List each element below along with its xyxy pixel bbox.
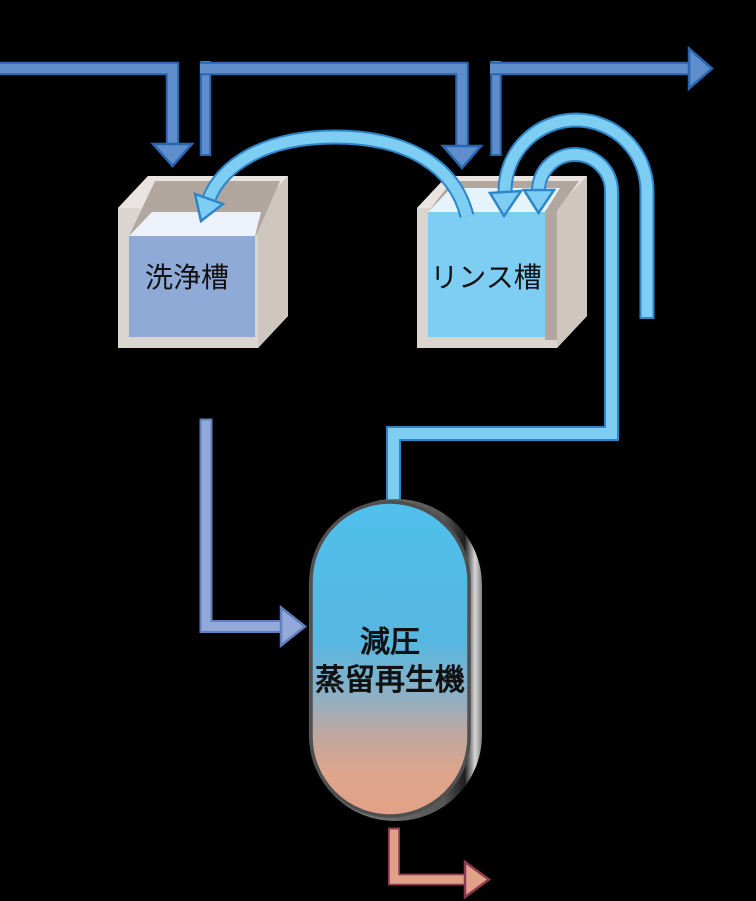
waste-outlet-pipe-fill bbox=[389, 829, 465, 884]
rinse-tank-side-face bbox=[557, 176, 587, 348]
washing-drain-pipe-fill bbox=[201, 420, 281, 631]
regenerator-label-line1: 減圧 bbox=[360, 626, 420, 659]
rinse-tank-right-inner-rim bbox=[545, 210, 557, 340]
outer-return-loop bbox=[499, 114, 653, 317]
outer-return-arrowhead bbox=[487, 189, 524, 219]
washing-tank-liquid bbox=[129, 236, 255, 337]
supply-pipe-segment-2 bbox=[200, 63, 467, 148]
supply-pipe-segment-1 bbox=[0, 63, 178, 146]
rinse-tank-label: リンス槽 bbox=[430, 262, 541, 293]
rinse-to-washing-arc bbox=[203, 131, 473, 218]
washing-drain-arrowhead bbox=[279, 604, 308, 649]
supply-arrowhead-washing-tank bbox=[150, 142, 195, 168]
recycle-pipes bbox=[193, 112, 655, 502]
rinse-to-washing-arrowhead bbox=[193, 192, 226, 224]
waste-outlet-arrowhead bbox=[463, 859, 492, 900]
waste-outlet-pipe bbox=[388, 827, 492, 900]
washing-tank-label: 洗浄槽 bbox=[145, 262, 229, 293]
supply-arrowhead-rinse-tank bbox=[440, 144, 484, 170]
regenerator: 減圧 蒸留再生機 bbox=[309, 499, 482, 821]
rinse-tank-liquid bbox=[428, 212, 545, 337]
washing-tank-side-face bbox=[258, 176, 288, 348]
regenerator-label-line2: 蒸留再生機 bbox=[315, 664, 465, 697]
supply-outflow-arrowhead bbox=[687, 45, 714, 92]
washing-drain-pipe bbox=[199, 418, 308, 649]
washing-tank bbox=[118, 176, 288, 348]
supply-pipe bbox=[0, 45, 714, 170]
vapor-return-pipe bbox=[388, 149, 617, 502]
regenerator-body bbox=[309, 500, 471, 818]
washing-tank-liquid-surface bbox=[129, 212, 261, 236]
vapor-return-arrowhead bbox=[521, 188, 557, 216]
